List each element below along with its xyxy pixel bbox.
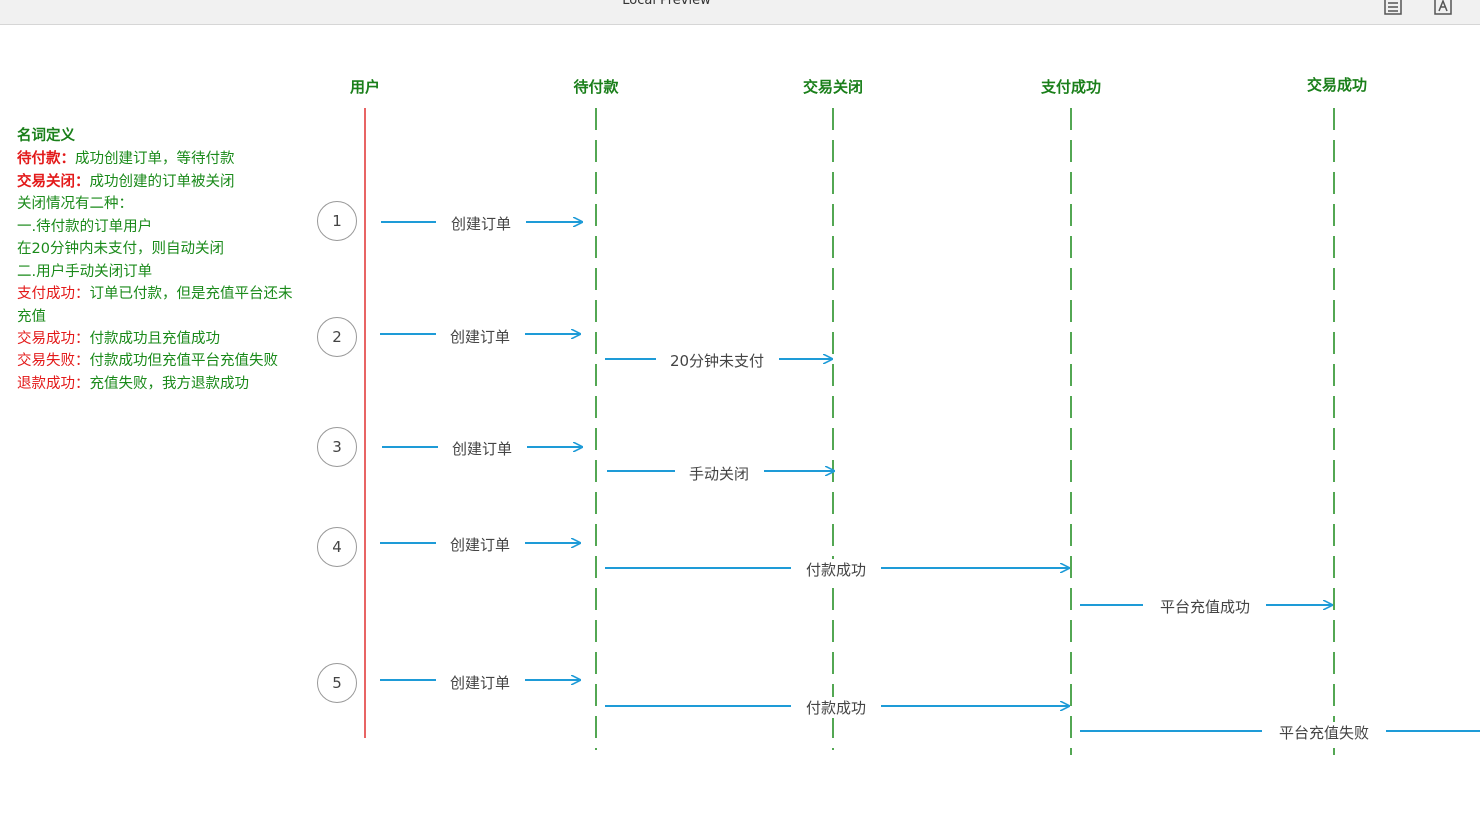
definitions-heading: 名词定义 <box>17 128 75 144</box>
definition-line: 交易成功：付款成功且充值成功 <box>17 331 220 347</box>
lane-header-pending: 待付款 <box>573 78 619 96</box>
message-label: 创建订单 <box>447 534 513 555</box>
scenario-number: 3 <box>317 427 357 467</box>
document-icon[interactable] <box>1383 0 1403 16</box>
lane-header-closed: 交易关闭 <box>802 78 864 96</box>
scenario-number: 4 <box>317 527 357 567</box>
scenario-number: 1 <box>317 201 357 241</box>
message-label: 平台充值失败 <box>1276 722 1372 743</box>
scenario-number: 2 <box>317 317 357 357</box>
message-label: 20分钟未支付 <box>667 350 767 371</box>
definition-line: 交易关闭：成功创建的订单被关闭 <box>17 174 235 190</box>
message-label: 创建订单 <box>447 326 513 347</box>
message-label: 付款成功 <box>803 697 869 718</box>
lane-header-success: 交易成功 <box>1306 76 1368 94</box>
message-label: 平台充值成功 <box>1157 596 1253 617</box>
lane-header-paid: 支付成功 <box>1040 78 1102 96</box>
message-label: 创建订单 <box>447 672 513 693</box>
lane-header-user: 用户 <box>349 78 381 96</box>
scenario-number: 5 <box>317 663 357 703</box>
definition-line: 交易失败：付款成功但充值平台充值失败 <box>17 353 278 369</box>
definition-line: 支付成功：订单已付款，但是充值平台还未 <box>17 286 293 302</box>
message-label: 创建订单 <box>449 438 515 459</box>
acrobat-icon[interactable] <box>1433 0 1453 16</box>
definition-line: 二.用户手动关闭订单 <box>17 264 153 280</box>
definition-line: 在20分钟内未支付，则自动关闭 <box>17 241 224 257</box>
definition-line: 关闭情况有二种： <box>17 196 133 212</box>
message-label: 付款成功 <box>803 559 869 580</box>
definition-line: 一.待付款的订单用户 <box>17 219 153 235</box>
message-label: 手动关闭 <box>686 463 752 484</box>
definition-line: 充值 <box>17 309 46 325</box>
window-titlebar: Local Preview <box>0 0 1480 25</box>
window-title: Local Preview <box>622 0 711 8</box>
message-label: 创建订单 <box>448 213 514 234</box>
definition-line: 待付款：成功创建订单，等待付款 <box>17 151 235 167</box>
definition-line: 退款成功：充值失败，我方退款成功 <box>17 376 249 392</box>
